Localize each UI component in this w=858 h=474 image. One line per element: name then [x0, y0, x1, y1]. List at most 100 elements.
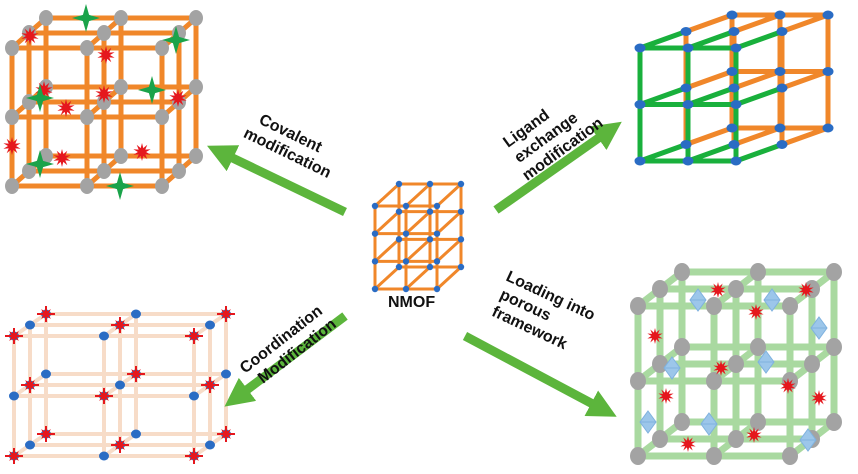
strut — [683, 125, 735, 147]
green-sparkle-icon — [162, 26, 190, 54]
arrow-coordination — [224, 312, 348, 407]
coordinated-site — [127, 366, 145, 382]
coordinated-site — [217, 306, 235, 322]
node — [728, 140, 740, 149]
node — [457, 263, 465, 271]
coordinated-site — [201, 377, 219, 393]
strut — [435, 265, 463, 291]
guest-diamond-icon — [700, 412, 718, 436]
green-sparkle-icon — [26, 150, 54, 178]
green-sparkle-icon — [72, 4, 100, 32]
strut — [731, 125, 783, 147]
strut — [683, 69, 735, 91]
node — [782, 297, 798, 315]
strut — [685, 29, 737, 51]
coordinated-site — [21, 377, 39, 393]
node — [682, 43, 694, 53]
strut — [683, 12, 735, 34]
node — [205, 320, 215, 330]
node — [9, 391, 19, 401]
node — [97, 163, 111, 179]
node — [131, 309, 141, 319]
node — [730, 156, 742, 166]
node — [774, 123, 786, 133]
red-star-icon — [780, 378, 796, 394]
red-star-icon — [798, 282, 814, 298]
node — [674, 263, 690, 281]
node — [172, 163, 186, 179]
node — [634, 100, 646, 109]
node — [728, 83, 740, 93]
node — [822, 10, 834, 20]
node — [25, 440, 35, 450]
coordinated-site — [37, 426, 55, 442]
node — [5, 178, 19, 194]
node — [728, 280, 744, 298]
node — [682, 100, 694, 109]
nmof-framework — [371, 180, 465, 293]
node — [371, 202, 379, 210]
node — [25, 320, 35, 330]
coordination-modified-framework — [5, 306, 235, 464]
node — [634, 156, 646, 166]
red-star-icon — [713, 360, 729, 376]
red-star-icon — [95, 85, 113, 103]
node — [730, 100, 742, 109]
node — [433, 202, 441, 210]
red-star-icon — [23, 378, 37, 392]
node — [433, 285, 441, 293]
node — [750, 413, 766, 431]
strut — [685, 142, 737, 164]
red-star-icon — [113, 438, 127, 452]
node — [826, 263, 842, 281]
node — [155, 109, 169, 125]
red-star-icon — [748, 304, 764, 320]
node — [371, 258, 379, 265]
red-star-icon — [203, 378, 217, 392]
node — [782, 447, 798, 465]
strut — [733, 29, 785, 51]
node — [189, 79, 203, 95]
red-star-icon — [53, 149, 71, 167]
node — [730, 43, 742, 53]
node — [402, 258, 410, 265]
label-loading: Loading into porous framework — [487, 268, 601, 360]
node — [402, 230, 410, 237]
coordinated-site — [111, 317, 129, 333]
node — [155, 178, 169, 194]
node — [706, 447, 722, 465]
red-star-icon — [35, 81, 53, 99]
node — [774, 10, 786, 20]
node — [652, 280, 668, 298]
strut — [373, 210, 401, 236]
node — [39, 10, 53, 26]
node — [682, 156, 694, 166]
strut — [779, 69, 831, 91]
red-star-icon — [647, 328, 663, 344]
node — [395, 236, 403, 243]
strut — [373, 237, 401, 263]
ligand-exchanged-framework — [634, 10, 834, 166]
strut — [731, 12, 783, 34]
red-star-icon — [39, 307, 53, 321]
loaded-porous-framework — [630, 263, 842, 465]
node — [155, 40, 169, 56]
guest-diamond-icon — [799, 428, 817, 452]
strut — [731, 69, 783, 91]
strut — [404, 237, 432, 263]
node — [652, 430, 668, 448]
node — [826, 338, 842, 356]
arrow-covalent — [207, 145, 347, 217]
node — [726, 67, 738, 76]
strut — [435, 237, 463, 263]
node — [706, 372, 722, 390]
strut — [733, 85, 785, 107]
node — [728, 355, 744, 373]
node — [774, 67, 786, 76]
node — [114, 79, 128, 95]
node — [706, 297, 722, 315]
strut — [435, 182, 463, 208]
node — [221, 369, 231, 379]
red-star-icon — [21, 27, 39, 45]
guest-diamond-icon — [639, 410, 657, 434]
